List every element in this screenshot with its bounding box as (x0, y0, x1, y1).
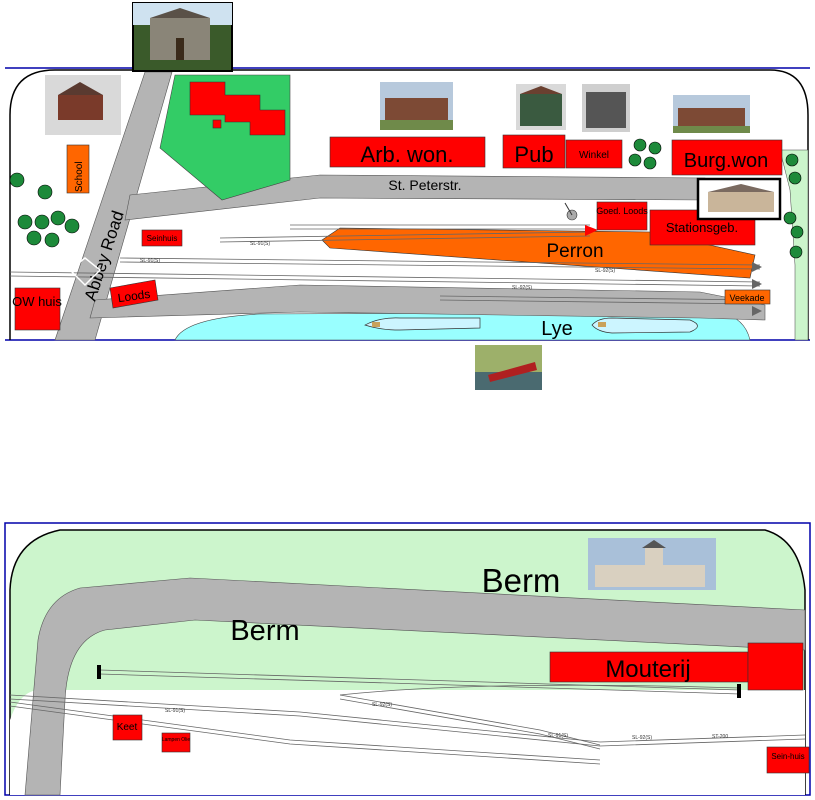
track-group-top (9, 224, 761, 305)
track-b9 (339, 684, 741, 696)
track-label-1: SL-91(S) (140, 258, 160, 264)
bottom-layout-plan: Berm Berm Mouterij SL-91(S) SL-92(S) SL-… (4, 522, 811, 796)
buffer-stop-red (585, 225, 598, 236)
track-label-b1: SL-91(S) (165, 708, 185, 714)
track-label-3: SL-92(S) (595, 268, 615, 274)
track-5a (439, 295, 761, 301)
buffer-stop (97, 665, 101, 679)
berm-left-label: Berm (230, 615, 299, 647)
tree-icon (9, 172, 80, 248)
track-b7 (339, 694, 601, 746)
level-crossing-mark (68, 257, 102, 287)
perron-label: Perron (546, 241, 603, 262)
goed-loods-box (596, 201, 648, 231)
mouterij-wing (747, 642, 804, 691)
track-main-1 (9, 271, 761, 283)
crane-icon (564, 202, 578, 221)
ow-huis-label: OW huis (12, 294, 62, 309)
keet-label: Keet (117, 722, 138, 733)
track-3b (219, 235, 591, 243)
burg-won-label: Burg.won (684, 150, 769, 172)
track-3a (219, 231, 591, 239)
lampen-olie-box (161, 732, 191, 753)
track-5b (439, 299, 761, 305)
winkel-label: Winkel (579, 150, 609, 161)
house-photo (696, 177, 782, 221)
track-end-arrow-2 (752, 262, 762, 272)
winkel-box (565, 139, 623, 169)
track-group-bottom (9, 669, 806, 765)
top-layout-plan: SL-91(S) SL-91(S) SL-92(S) SL-92(S) Scho… (5, 2, 810, 390)
perron-platform (321, 227, 756, 279)
track-b6 (9, 705, 601, 765)
track-label-b5: ST-200 (712, 734, 728, 740)
track-main-2 (9, 275, 761, 287)
seinhuis-label: Seinhuis (147, 234, 178, 243)
lampen-olie-label: Lampen Olie (162, 737, 191, 743)
house-photo (673, 95, 750, 133)
house-photo (380, 82, 453, 130)
buffer-stop (737, 684, 741, 698)
baseboard-outline (9, 69, 809, 340)
house-photo (45, 75, 121, 135)
track-end-arrow-3 (752, 306, 762, 316)
church-building (189, 81, 286, 136)
narrowboat-icon (591, 317, 698, 334)
mouterij-photo (588, 538, 716, 590)
track-b4 (9, 698, 806, 747)
tree-icon (628, 138, 662, 170)
pub-label: Pub (514, 142, 553, 167)
house-photo (582, 84, 630, 132)
track-2a (119, 257, 761, 266)
loods-label: Loods (117, 287, 151, 305)
st-peterstr-label: St. Peterstr. (388, 177, 461, 193)
berm-top-label: Berm (482, 562, 561, 599)
track-end-arrow-1 (752, 279, 762, 289)
track-b3 (9, 694, 806, 743)
veekade-road (89, 284, 766, 321)
goed-loods-label: Goed. Loods (596, 206, 648, 216)
narrowboat-photo (475, 345, 542, 390)
arb-won-label: Arb. won. (361, 142, 454, 167)
tree-icon (783, 153, 804, 259)
track-label-b4: SL-92(S) (632, 735, 652, 741)
ow-huis-box (14, 287, 61, 331)
veekade-label: Veekade (729, 293, 764, 303)
seinhuis-box (141, 229, 183, 247)
house-photo (516, 84, 566, 130)
church-porch (212, 119, 222, 129)
arb-won-box (329, 136, 486, 168)
stationsgeb-label: Stationsgeb. (666, 220, 738, 235)
track-b8 (339, 698, 601, 750)
school-label: School (74, 161, 85, 192)
narrowboat-icon (364, 317, 481, 331)
track-label-b2: SL-92(S) (372, 702, 392, 708)
track-label-b3: SL-91(S) (548, 733, 568, 739)
grass-right (779, 149, 809, 341)
track-label-2: SL-91(S) (250, 241, 270, 247)
track-label-4: SL-92(S) (512, 285, 532, 291)
bottom-track-area (10, 690, 805, 795)
seinhuis-bottom-box (766, 746, 810, 774)
seinhuis-bottom-label: Sein-huis (771, 752, 804, 761)
veekade-box (724, 289, 771, 305)
loods-box (109, 279, 159, 309)
track-b2 (99, 673, 741, 695)
track-2b (119, 261, 761, 270)
mouterij-box (549, 651, 749, 683)
pub-box (502, 134, 566, 169)
church-photo (132, 2, 233, 72)
berm-road (24, 577, 806, 796)
school-building (66, 144, 90, 194)
keet-box (112, 714, 143, 741)
lye-label: Lye (541, 318, 573, 340)
track-b1 (99, 669, 741, 691)
track-b5 (9, 701, 601, 761)
burg-won-box (671, 139, 783, 176)
mouterij-label: Mouterij (605, 656, 690, 683)
